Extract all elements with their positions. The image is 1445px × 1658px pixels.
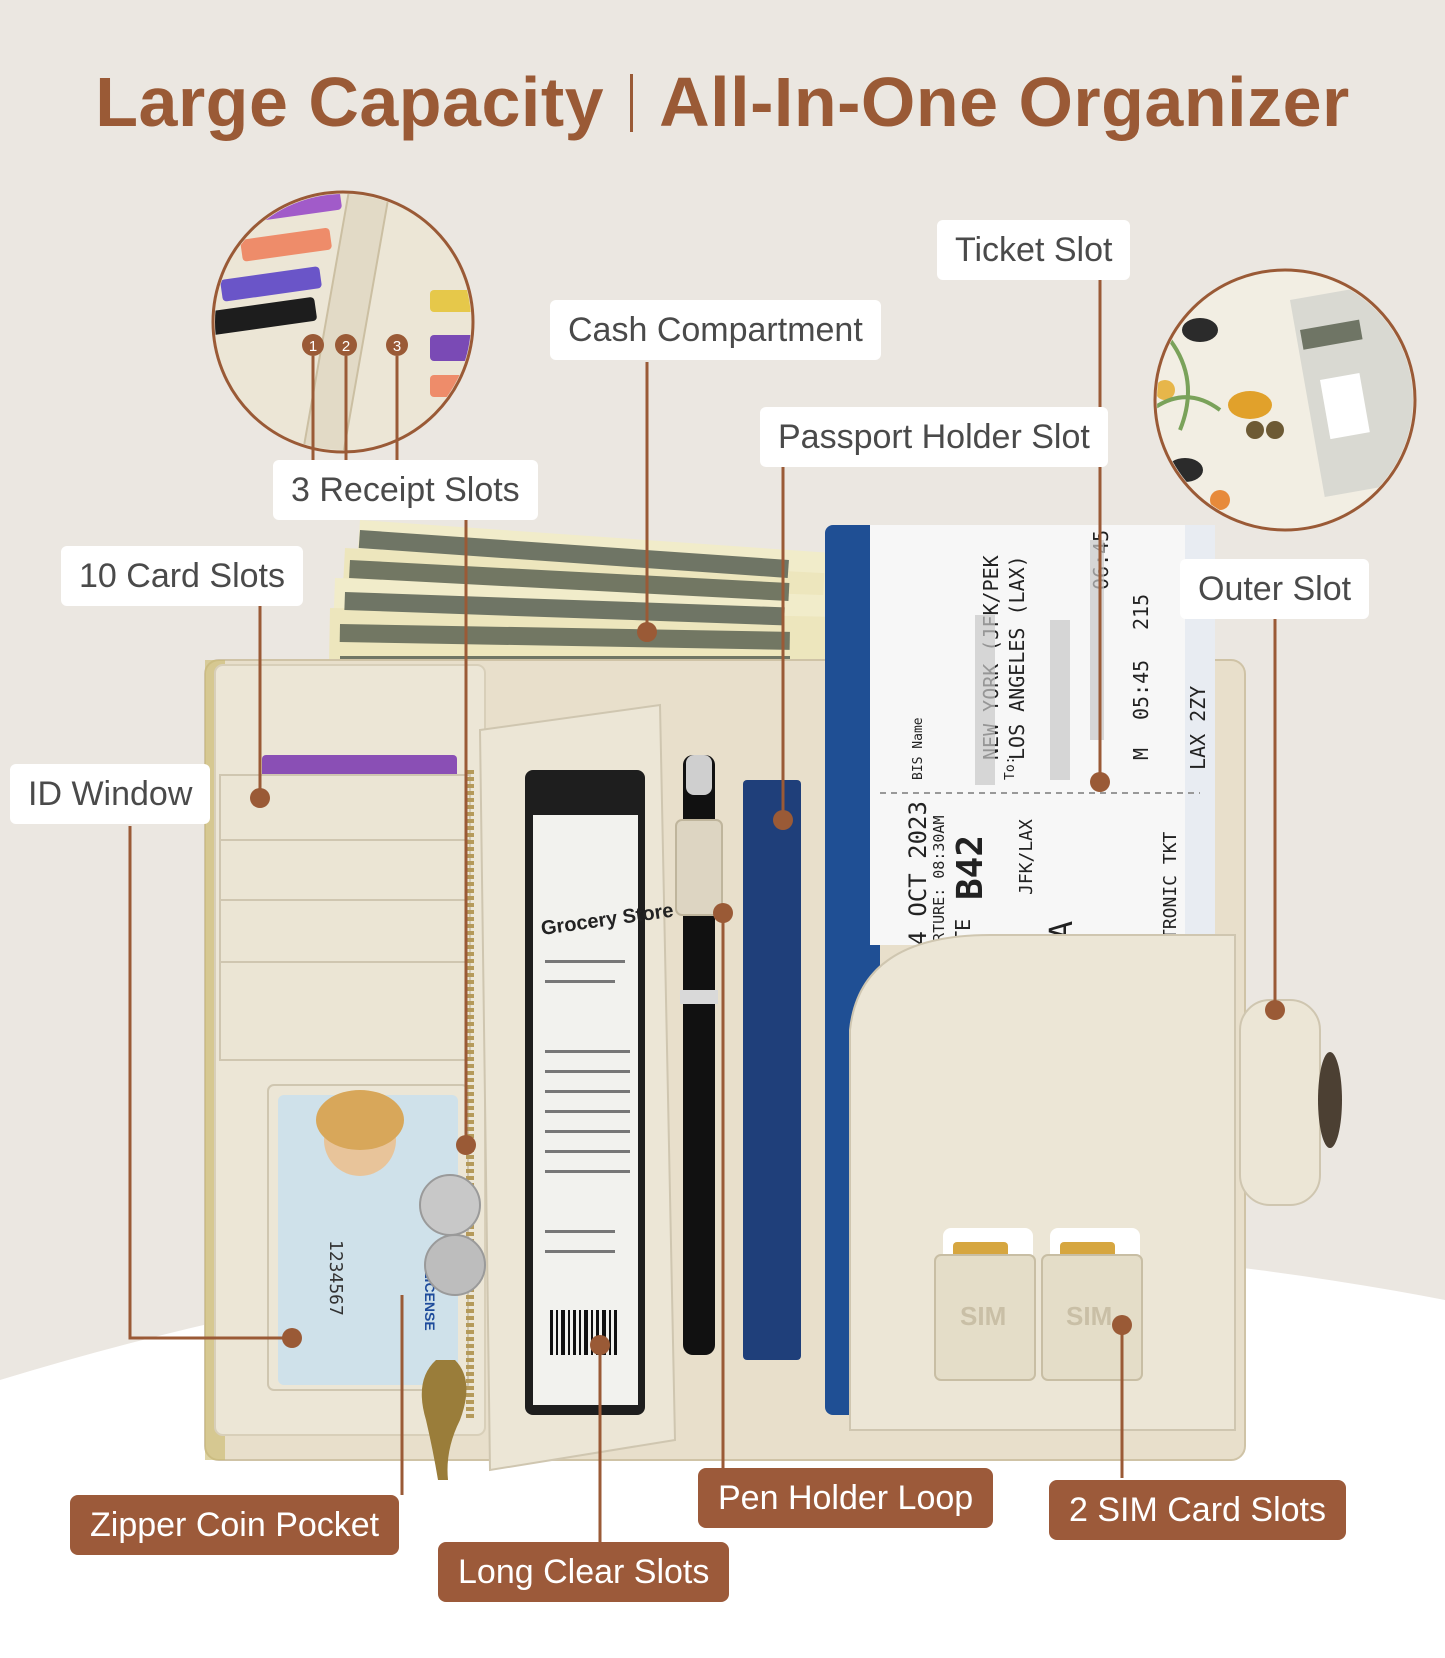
ticket-route-to: LOS ANGELES (LAX) (1005, 555, 1029, 760)
ticket-num: 215 (1129, 594, 1153, 630)
title-right: All-In-One Organizer (659, 63, 1350, 141)
leader-lines (128, 280, 1277, 1544)
sim-label-2: SIM (1066, 1301, 1112, 1331)
ticket-electronic: TRONIC TKT (1160, 831, 1181, 940)
pen-loop (675, 819, 723, 916)
boarding-pass (870, 525, 1200, 945)
ticket-jfk-lax: JFK/LAX (1016, 819, 1037, 895)
license-number: 1234567 (325, 1240, 346, 1316)
label-card-slots: 10 Card Slots (61, 546, 303, 606)
title-left: Large Capacity (95, 63, 605, 141)
zoom-card-slots: 1 2 3 (211, 190, 475, 454)
zipper-pull (421, 1360, 467, 1480)
receipt-lines (545, 960, 630, 1253)
ticket-date: 14 OCT 2023 (904, 801, 932, 960)
sim-label-1: SIM (960, 1301, 1006, 1331)
label-receipt-slots: 3 Receipt Slots (273, 460, 538, 520)
label-outer-slot: Outer Slot (1180, 559, 1370, 619)
ticket-lax: LAX 2ZY (1186, 686, 1210, 770)
zoom-number-1: 1 (309, 338, 317, 355)
label-id-window: ID Window (10, 764, 211, 824)
sim-slot-2: SIM (1041, 1228, 1143, 1381)
label-ticket-slot: Ticket Slot (937, 220, 1131, 280)
passport-booklet (743, 780, 801, 1360)
zoom-number-2: 2 (342, 338, 350, 355)
title-divider (630, 74, 634, 132)
snap-button (1318, 1052, 1342, 1148)
ticket-time-mid: 05:45 (1129, 660, 1153, 720)
label-long-clear-slots: Long Clear Slots (438, 1542, 730, 1602)
ticket-gate: B42 (950, 835, 991, 900)
sim-slot-1: SIM (934, 1228, 1036, 1381)
page-title: Large Capacity All-In-One Organizer (0, 62, 1445, 142)
label-pen-holder-loop: Pen Holder Loop (698, 1468, 994, 1528)
ticket-departure: PARTURE: 08:30AM (930, 816, 948, 961)
ticket-m: M (1129, 748, 1153, 760)
zoom-markers (302, 334, 408, 356)
zoom-outer-slot (1153, 268, 1417, 532)
zoom-number-3: 3 (393, 338, 401, 355)
id-card (278, 1095, 458, 1385)
label-zipper-coin-pocket: Zipper Coin Pocket (70, 1495, 400, 1555)
ticket-bis-name: BIS Name (911, 717, 926, 780)
card-slot-pockets (219, 774, 471, 1061)
snap-strap (1239, 999, 1321, 1206)
receipt-barcode (550, 1310, 617, 1355)
label-sim-card-slots: 2 SIM Card Slots (1049, 1480, 1346, 1540)
label-passport-holder-slot: Passport Holder Slot (760, 407, 1108, 467)
ticket-to-label: To: (1003, 757, 1018, 780)
leader-dots (250, 622, 1285, 1355)
label-cash-compartment: Cash Compartment (550, 300, 881, 360)
